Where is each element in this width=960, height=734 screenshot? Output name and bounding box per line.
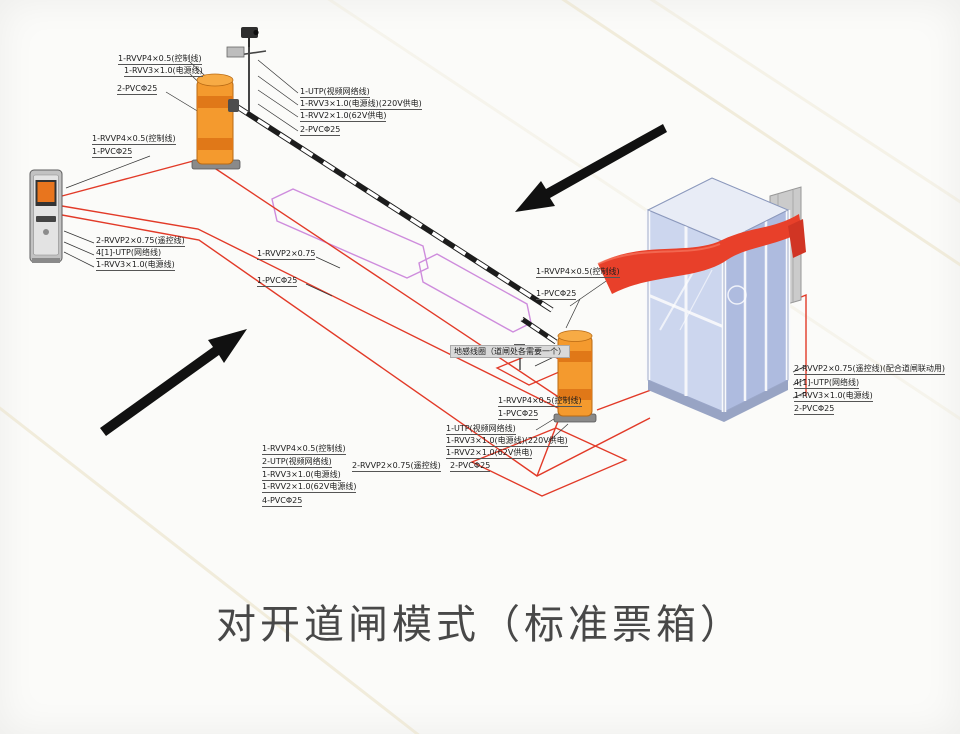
camera-pole — [226, 27, 267, 112]
booth-awning — [597, 214, 806, 294]
ground-loop — [470, 349, 628, 497]
barrier-boom — [234, 103, 554, 313]
cable-lines — [61, 159, 807, 477]
diagram-title: 对开道闸模式（标准票箱） — [216, 602, 744, 648]
barrier-gate-top — [191, 73, 241, 170]
direction-arrow-outbound — [100, 329, 247, 436]
camera-icon — [241, 27, 258, 38]
guard-booth — [645, 177, 791, 422]
ticket-slot — [36, 216, 56, 222]
ticket-dispenser — [29, 169, 63, 263]
dispenser-screen — [37, 182, 55, 202]
direction-arrow-inbound — [515, 124, 667, 212]
